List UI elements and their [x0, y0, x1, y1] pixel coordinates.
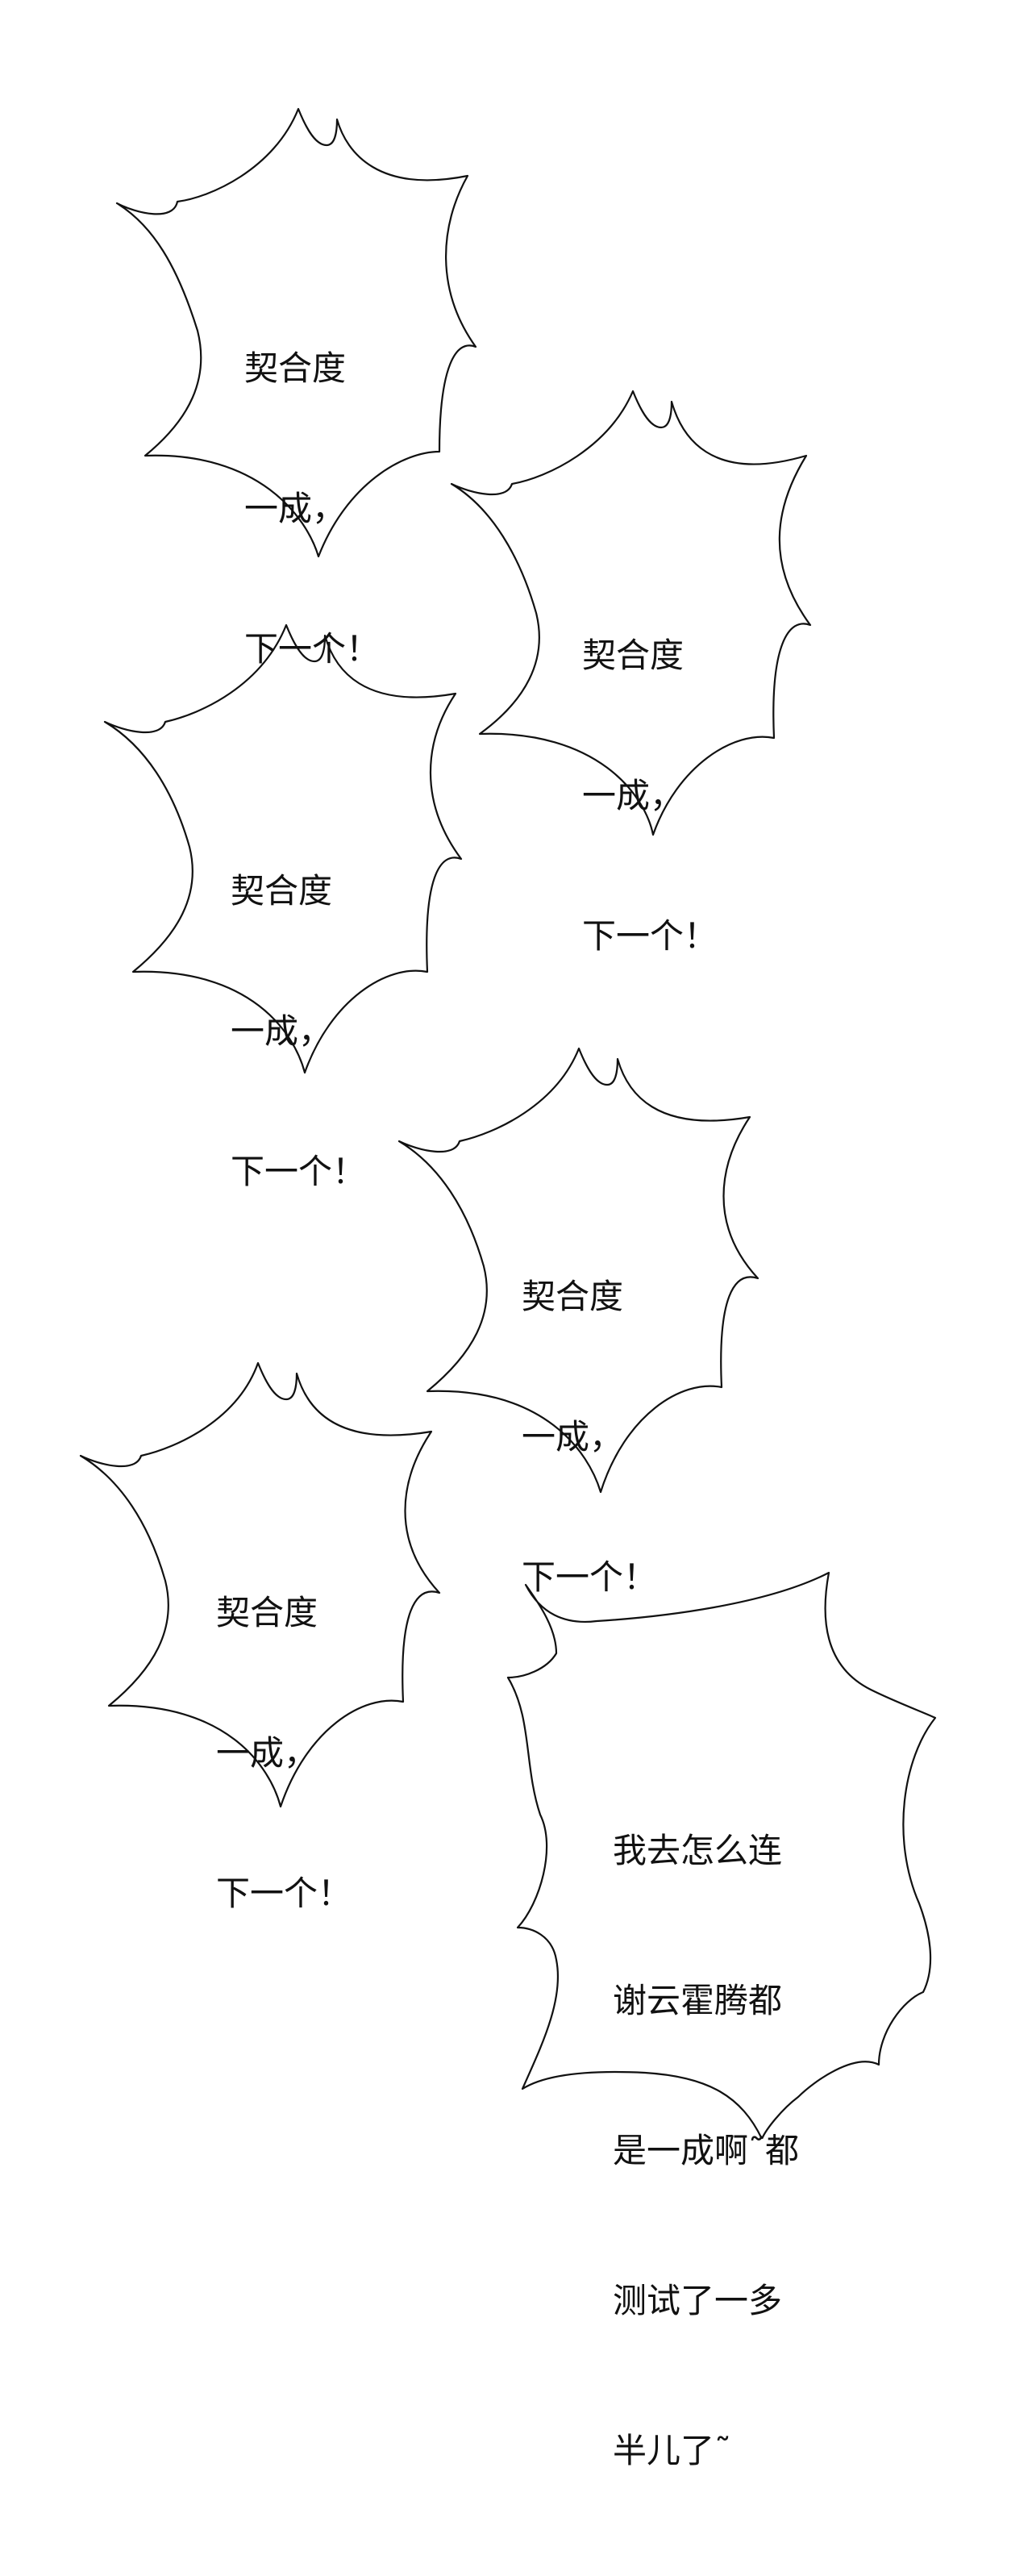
spiky-speech-bubble-1	[115, 107, 477, 558]
speech-line: 一成，	[522, 1417, 624, 1457]
speech-text-5: 契合度 一成， 下一个！	[216, 1496, 352, 2011]
spiky-speech-bubble-6	[506, 1571, 937, 2139]
speech-line: 谢云霍腾都	[613, 1981, 783, 2020]
speech-text-1: 契合度 一成， 下一个！	[244, 252, 380, 766]
speech-line: 我去怎么连	[613, 1831, 783, 1870]
speech-line: 一成，	[582, 776, 685, 815]
speech-text-2: 契合度 一成， 下一个！	[582, 539, 718, 1053]
speech-line: 一成，	[216, 1733, 318, 1773]
spiky-speech-bubble-3	[103, 623, 463, 1074]
speech-line: 测试了一多	[613, 2281, 783, 2320]
speech-line: 下一个！	[231, 1152, 367, 1191]
speech-line: 契合度	[582, 636, 685, 675]
speech-line: 一成，	[244, 489, 347, 528]
speech-text-6: 我去怎么连 谢云霍腾都 是一成啊˜都 测试了一多 半儿了˜	[613, 1726, 799, 2576]
comic-panel: 契合度 一成， 下一个！ 契合度 一成， 下一个！ 契合度 一成， 下一个！ 契…	[79, 107, 937, 2470]
speech-text-3: 契合度 一成， 下一个！	[231, 774, 366, 1289]
speech-line: 下一个！	[522, 1557, 658, 1597]
speech-line: 下一个！	[582, 916, 718, 956]
speech-line: 一成，	[231, 1011, 333, 1051]
speech-line: 契合度	[231, 871, 333, 911]
speech-line: 契合度	[522, 1277, 624, 1316]
speech-line: 契合度	[244, 348, 347, 388]
speech-line: 契合度	[216, 1593, 318, 1632]
speech-text-4: 契合度 一成， 下一个！	[522, 1180, 657, 1694]
spiky-speech-bubble-5	[79, 1361, 441, 1808]
speech-line: 下一个！	[216, 1874, 352, 1913]
speech-line: 是一成啊˜都	[613, 2131, 800, 2170]
spiky-speech-bubble-2	[450, 390, 812, 836]
speech-bubbles-layer	[79, 107, 937, 2139]
speech-line: 半儿了˜	[613, 2431, 732, 2470]
spiky-speech-bubble-4	[397, 1047, 759, 1494]
speech-line: 下一个！	[244, 629, 381, 669]
